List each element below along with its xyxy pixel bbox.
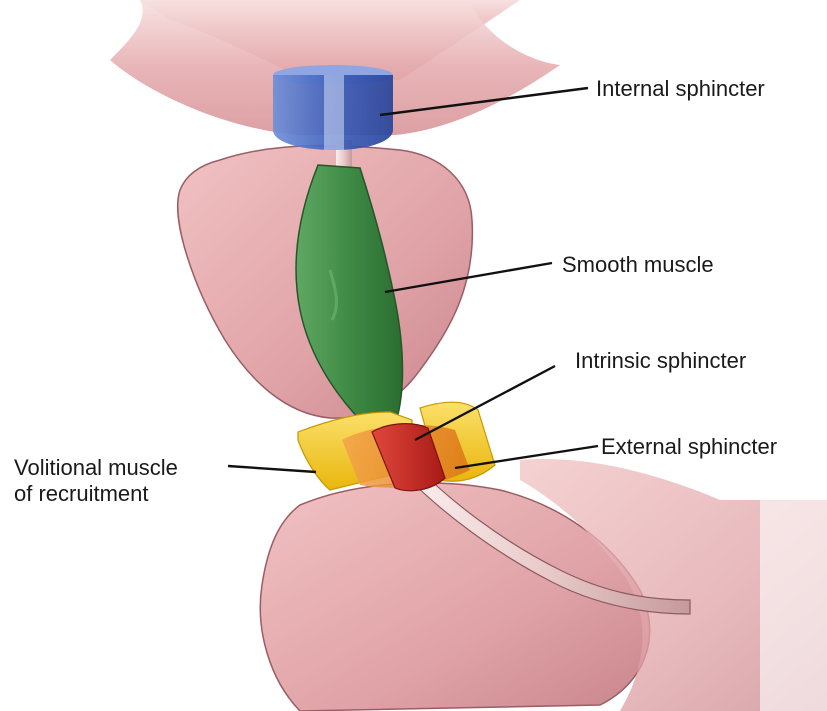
perineal-tissue [259, 459, 827, 711]
label-volitional-muscle-line1: Volitional muscle [14, 455, 178, 480]
intrinsic-sphincter-shape [371, 423, 446, 492]
leader-volitional-muscle [227, 464, 317, 474]
leader-internal-sphincter [379, 86, 589, 117]
leader-intrinsic-sphincter [414, 364, 556, 442]
leader-lines [227, 86, 599, 474]
label-internal-sphincter: Internal sphincter [596, 76, 765, 101]
leader-smooth-muscle [384, 261, 553, 294]
label-intrinsic-sphincter: Intrinsic sphincter [575, 348, 747, 373]
label-volitional-muscle-line2: of recruitment [14, 481, 149, 506]
label-smooth-muscle: Smooth muscle [562, 252, 714, 277]
internal-sphincter-shape [273, 65, 393, 150]
leader-external-sphincter [454, 444, 599, 470]
label-external-sphincter: External sphincter [601, 434, 778, 459]
